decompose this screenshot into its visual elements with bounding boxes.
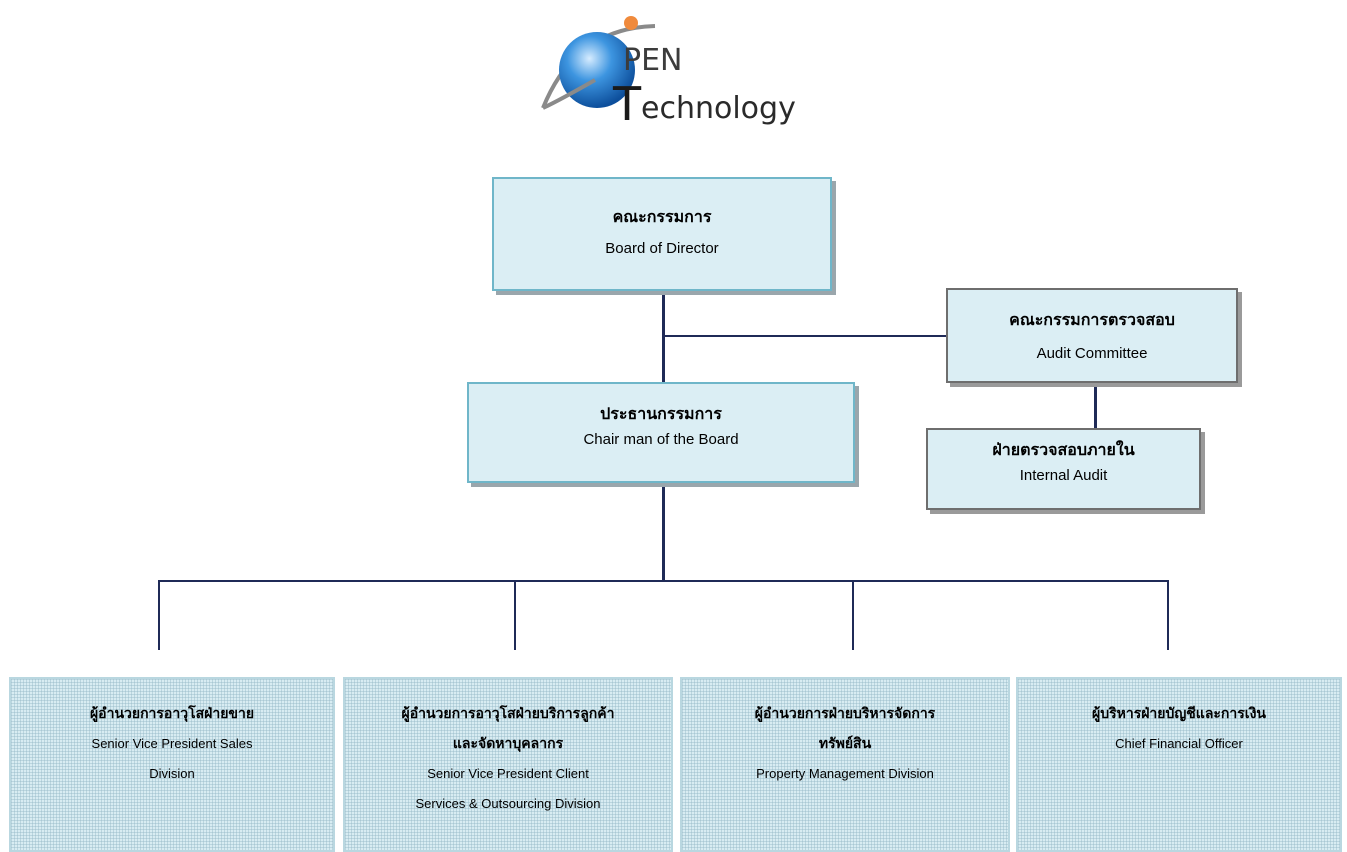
dept-title-th: ผู้อำนวยการอาวุโสฝ่ายขาย bbox=[89, 706, 255, 722]
board-title-en: Board of Director bbox=[605, 240, 719, 257]
audit-committee-en: Audit Committee bbox=[1036, 345, 1148, 362]
dept-title-en: Senior Vice President Client bbox=[427, 766, 589, 781]
dept-title-en: Senior Vice President Sales bbox=[91, 736, 253, 751]
dept-title-en: Chief Financial Officer bbox=[1115, 736, 1243, 751]
audit-committee-th: คณะกรรมการตรวจสอบ bbox=[1009, 310, 1175, 329]
connector-dept-2 bbox=[514, 580, 516, 650]
audit-committee-box: คณะกรรมการตรวจสอบ Audit Committee bbox=[946, 288, 1238, 383]
internal-audit-box: ฝ่ายตรวจสอบภายใน Internal Audit bbox=[926, 428, 1201, 510]
department-client-services: ผู้อำนวยการอาวุโสฝ่ายบริการลูกค้า และจัด… bbox=[343, 677, 673, 852]
chairman-en: Chair man of the Board bbox=[583, 431, 739, 448]
dept-title-th: ผู้บริหารฝ่ายบัญชีและการเงิน bbox=[1092, 706, 1266, 722]
dept-title-en-2: Division bbox=[149, 766, 195, 781]
internal-audit-th: ฝ่ายตรวจสอบภายใน bbox=[992, 440, 1135, 459]
connector-audit-committee bbox=[664, 335, 946, 337]
department-sales: ผู้อำนวยการอาวุโสฝ่ายขาย Senior Vice Pre… bbox=[9, 677, 335, 852]
internal-audit-en: Internal Audit bbox=[1019, 467, 1108, 484]
dept-title-en-2: Services & Outsourcing Division bbox=[415, 796, 601, 811]
connector-board-chair bbox=[662, 292, 665, 382]
department-finance: ผู้บริหารฝ่ายบัญชีและการเงิน Chief Finan… bbox=[1016, 677, 1342, 852]
connector-dept-3 bbox=[852, 580, 854, 650]
dept-title-en: Property Management Division bbox=[756, 766, 934, 781]
connector-dept-1 bbox=[158, 580, 160, 650]
globe-logo-icon: PEN T echnology bbox=[541, 16, 796, 131]
svg-text:PEN: PEN bbox=[623, 43, 683, 78]
chairman-th: ประธานกรรมการ bbox=[600, 404, 722, 423]
svg-text:T: T bbox=[612, 77, 642, 131]
board-of-director-box: คณะกรรมการ Board of Director bbox=[492, 177, 832, 291]
dept-title-th: ผู้อำนวยการฝ่ายบริหารจัดการ bbox=[754, 706, 936, 722]
dept-title-th-2: ทรัพย์สิน bbox=[818, 736, 872, 752]
board-title-th: คณะกรรมการ bbox=[612, 207, 712, 226]
connector-chair-down bbox=[662, 484, 665, 581]
connector-dept-4 bbox=[1167, 580, 1169, 650]
connector-audit-internal bbox=[1094, 383, 1097, 428]
svg-text:echnology: echnology bbox=[641, 91, 796, 126]
chairman-box: ประธานกรรมการ Chair man of the Board bbox=[467, 382, 855, 483]
department-property-management: ผู้อำนวยการฝ่ายบริหารจัดการ ทรัพย์สิน Pr… bbox=[680, 677, 1010, 852]
connector-horizontal-bus bbox=[158, 580, 1169, 582]
dept-title-th: ผู้อำนวยการอาวุโสฝ่ายบริการลูกค้า bbox=[401, 706, 615, 722]
dept-title-th-2: และจัดหาบุคลากร bbox=[452, 736, 564, 752]
company-logo: PEN T echnology bbox=[535, 8, 815, 133]
